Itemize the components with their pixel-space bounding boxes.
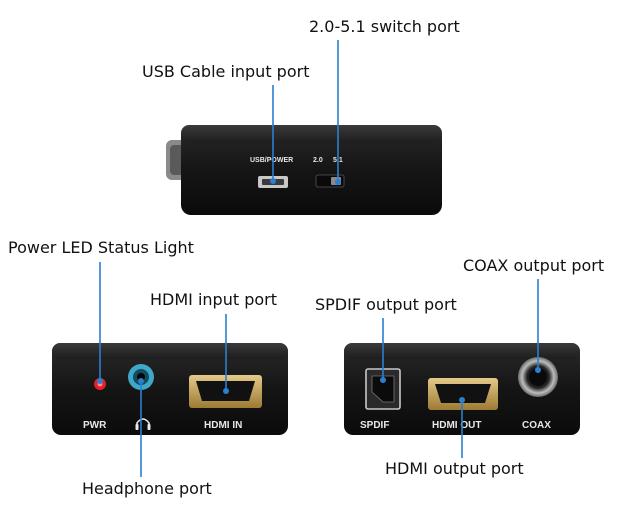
leader-coax-output-dot	[535, 367, 541, 373]
callout-headphone-port: Headphone port	[82, 479, 212, 498]
callout-spdif-output: SPDIF output port	[315, 295, 457, 314]
device-top-view: USB/POWER 2.0 5.1	[166, 125, 442, 215]
input-device-body	[52, 343, 288, 435]
label-pwr: PWR	[83, 420, 107, 431]
top-device-top-face	[181, 125, 442, 143]
label-hdmi-out: HDMI OUT	[432, 420, 481, 431]
spdif-port-opening	[371, 375, 395, 403]
leader-hdmi-output-dot	[459, 397, 465, 403]
callout-coax-output: COAX output port	[463, 256, 605, 275]
label-coax: COAX	[522, 420, 551, 431]
callout-switch-port: 2.0-5.1 switch port	[309, 17, 460, 36]
hdmi-out-port-opening	[435, 384, 491, 403]
leader-lines	[97, 40, 541, 477]
callout-hdmi-input: HDMI input port	[150, 290, 277, 309]
leader-usb-port-dot	[270, 178, 276, 184]
output-device-top-face	[344, 343, 580, 359]
callout-power-led: Power LED Status Light	[8, 238, 194, 257]
device-input-side: PWR HDMI IN	[52, 343, 288, 435]
callout-usb-port: USB Cable input port	[142, 62, 310, 81]
headphone-icon	[135, 418, 151, 430]
leader-switch-port-dot	[335, 179, 341, 185]
device-output-side: SPDIF HDMI OUT COAX	[344, 343, 580, 435]
label-hdmi-in: HDMI IN	[204, 420, 242, 431]
label-spdif: SPDIF	[360, 420, 389, 431]
top-device-body	[181, 125, 442, 215]
label-usb-power: USB/POWER	[250, 157, 293, 164]
leader-hdmi-input-dot	[223, 388, 229, 394]
input-device-top-face	[52, 343, 288, 359]
leader-headphone-port-dot	[138, 378, 144, 384]
callout-hdmi-output: HDMI output port	[385, 459, 524, 478]
leader-spdif-output-dot	[380, 377, 386, 383]
label-switch-20: 2.0	[313, 157, 323, 164]
coax-port-hole	[529, 368, 547, 386]
leader-power-led-dot	[97, 378, 103, 384]
